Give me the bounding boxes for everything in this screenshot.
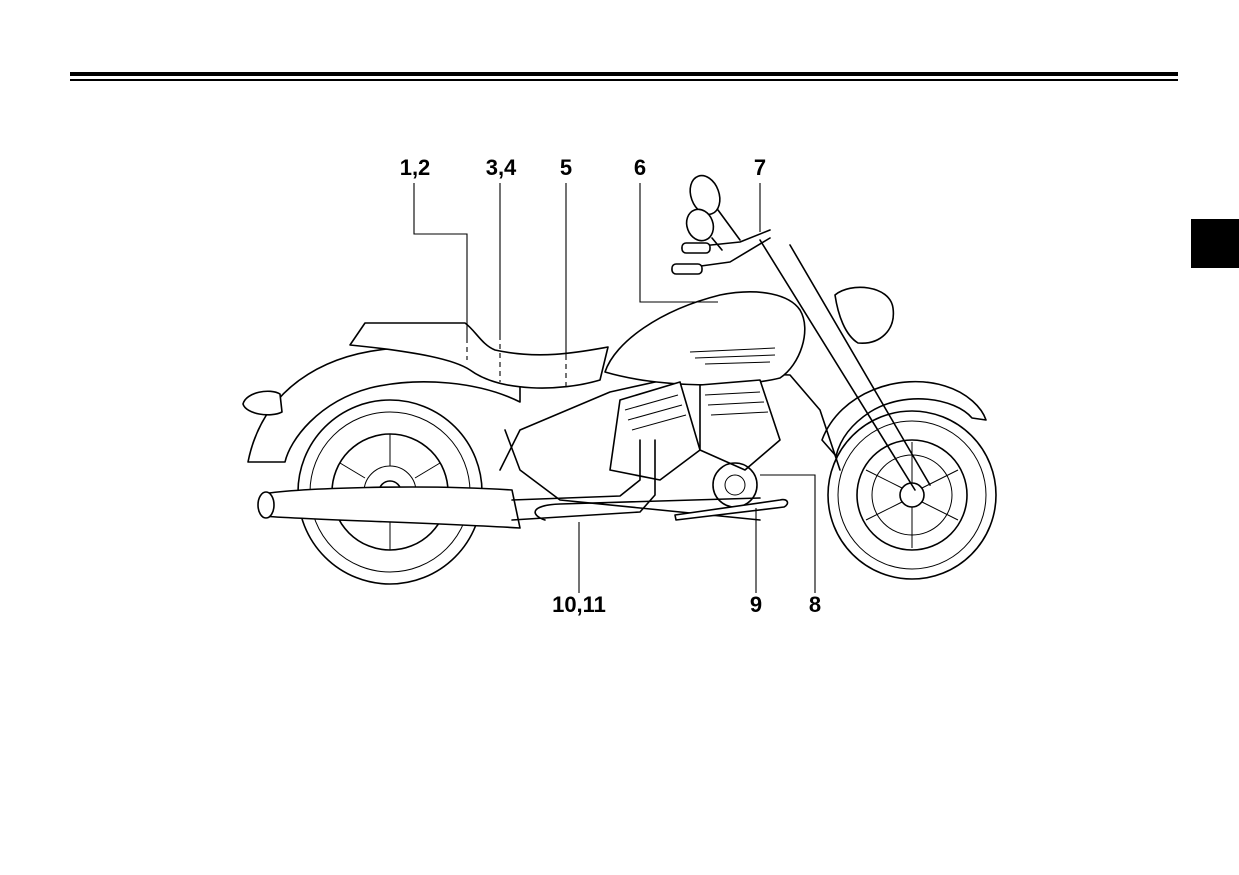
section-thumb-tab: [1191, 219, 1239, 268]
exhaust: [257, 439, 761, 529]
front-wheel: [827, 410, 997, 580]
callout-8: 8: [808, 592, 822, 617]
front-fender: [821, 380, 987, 457]
callout-9: 9: [749, 592, 763, 617]
headlight: [834, 286, 895, 344]
callout-10-11: 10,11: [552, 592, 606, 617]
front-fork: [759, 239, 931, 491]
callout-7: 7: [753, 155, 767, 180]
callout-5: 5: [559, 155, 573, 180]
tank-stripes: [689, 347, 776, 365]
rider-seat: [349, 322, 609, 389]
callout-3-4: 3,4: [485, 155, 517, 180]
rear-turn-signal: [242, 390, 283, 416]
callout-1-2: 1,2: [399, 155, 431, 180]
header-rule-thin: [70, 79, 1178, 81]
leader-lines: [413, 183, 816, 593]
mirrors: [685, 174, 741, 251]
header-rule-thick: [70, 72, 1178, 76]
handlebar: [671, 229, 771, 275]
callout-6: 6: [633, 155, 647, 180]
engine: [609, 379, 781, 508]
footboard: [674, 498, 789, 521]
fuel-tank: [604, 291, 806, 386]
